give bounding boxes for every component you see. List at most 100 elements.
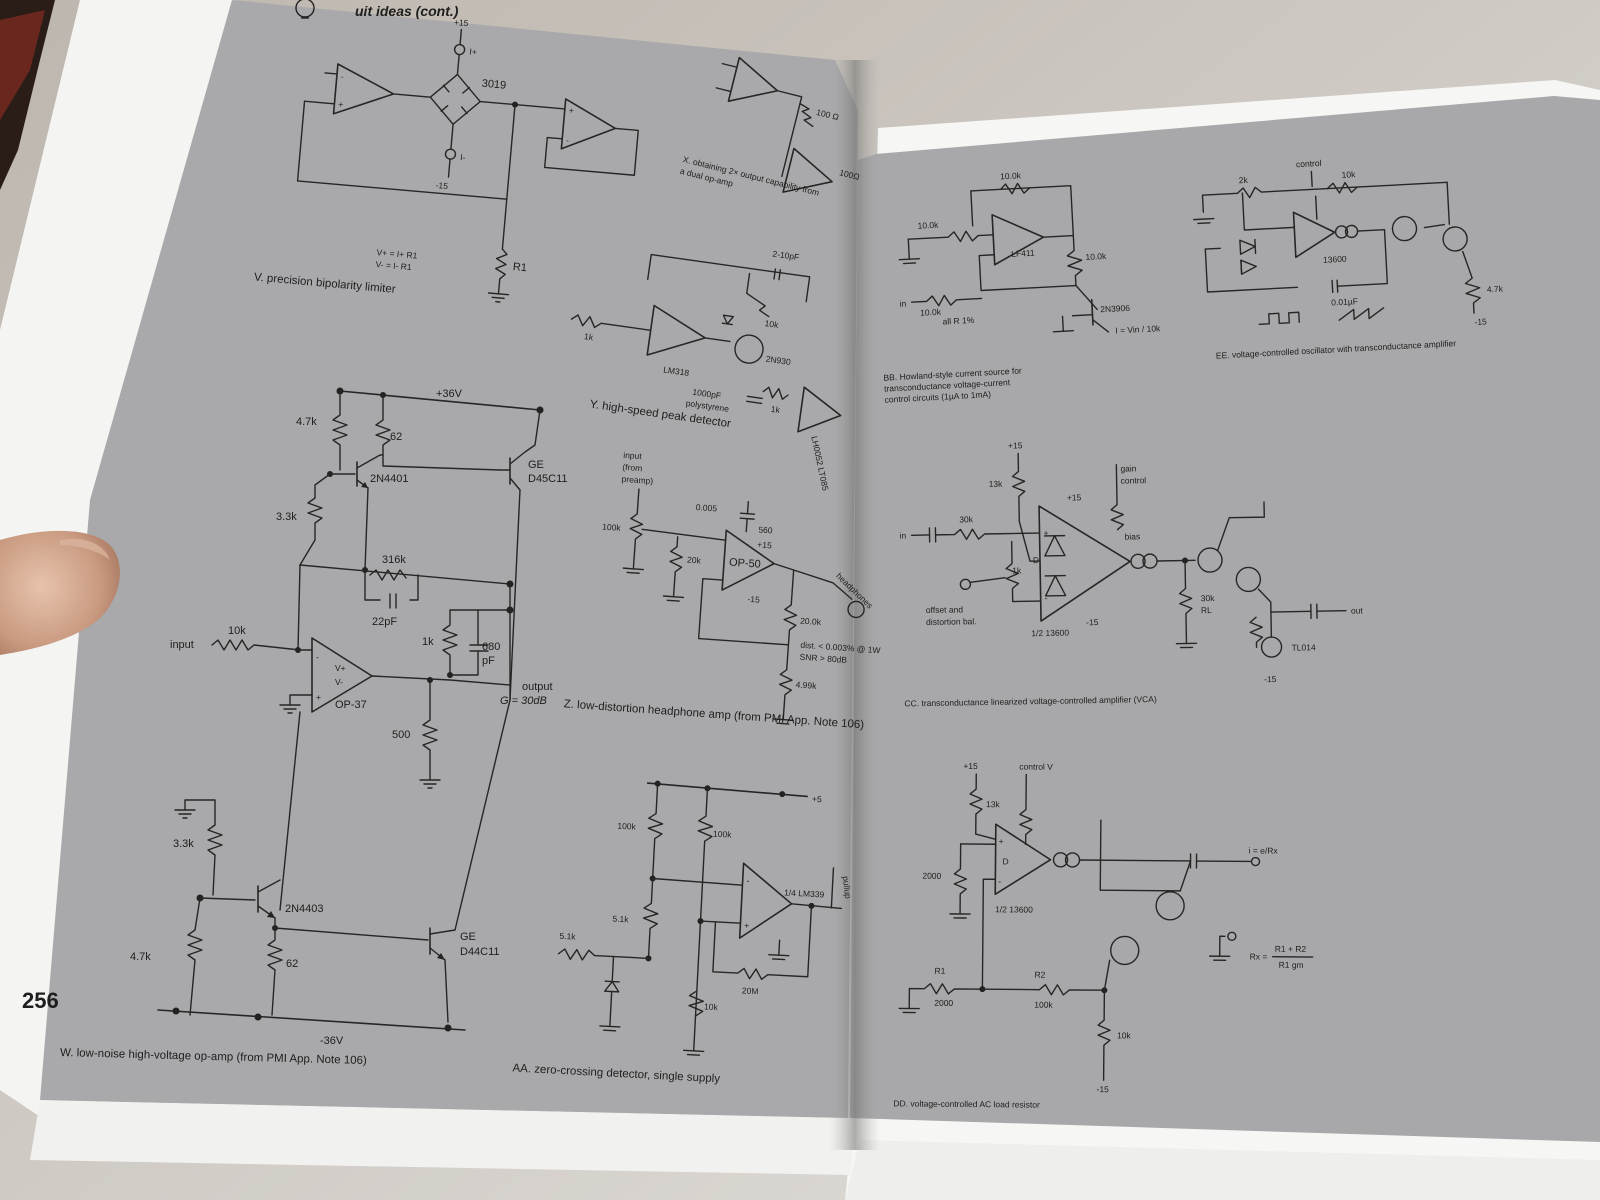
svg-text:4.99k: 4.99k bbox=[795, 679, 817, 690]
svg-text:preamp): preamp) bbox=[621, 474, 653, 486]
svg-text:+: + bbox=[316, 692, 321, 702]
svg-text:100k: 100k bbox=[1034, 1000, 1053, 1010]
svg-text:-: - bbox=[566, 135, 570, 145]
svg-text:2N3906: 2N3906 bbox=[1100, 303, 1131, 315]
svg-text:control: control bbox=[1296, 158, 1322, 169]
svg-text:-: - bbox=[1045, 593, 1048, 603]
svg-text:SNR > 80dB: SNR > 80dB bbox=[799, 652, 847, 665]
svg-text:OP-50: OP-50 bbox=[729, 557, 762, 571]
svg-text:TL014: TL014 bbox=[1291, 642, 1316, 652]
svg-text:+15: +15 bbox=[1008, 440, 1023, 450]
svg-text:(from: (from bbox=[622, 462, 642, 473]
svg-text:LF411: LF411 bbox=[1011, 248, 1035, 259]
svg-text:all R 1%: all R 1% bbox=[942, 315, 975, 327]
svg-text:D: D bbox=[1033, 555, 1039, 565]
svg-text:GE: GE bbox=[528, 459, 544, 471]
svg-text:+15: +15 bbox=[1067, 492, 1082, 502]
svg-text:+: + bbox=[338, 99, 344, 109]
svg-text:-: - bbox=[746, 875, 750, 885]
svg-text:input: input bbox=[623, 450, 643, 461]
svg-text:control V: control V bbox=[1019, 761, 1053, 771]
svg-text:V- = I- R1: V- = I- R1 bbox=[375, 259, 412, 272]
svg-text:20.0k: 20.0k bbox=[800, 616, 822, 627]
svg-text:+: + bbox=[568, 105, 574, 115]
light-bulb-icon bbox=[295, 0, 315, 19]
svg-text:62: 62 bbox=[286, 958, 298, 970]
svg-text:R1: R1 bbox=[935, 966, 946, 976]
svg-text:30k: 30k bbox=[1201, 593, 1216, 603]
svg-text:3.3k: 3.3k bbox=[173, 838, 194, 850]
schematic-cc: +15 13k gain control +15 in 30k + - D bi… bbox=[899, 440, 1364, 708]
svg-text:4.7k: 4.7k bbox=[1487, 284, 1504, 295]
svg-text:in: in bbox=[899, 530, 906, 540]
svg-text:1k: 1k bbox=[584, 331, 595, 342]
caption-dd: DD. voltage-controlled AC load resistor bbox=[893, 1098, 1040, 1109]
svg-text:pullup: pullup bbox=[841, 875, 854, 899]
svg-text:OP-37: OP-37 bbox=[335, 699, 367, 711]
svg-text:out: out bbox=[1351, 605, 1364, 615]
svg-text:100Ω: 100Ω bbox=[838, 167, 860, 182]
svg-text:V-: V- bbox=[335, 677, 343, 687]
svg-text:+: + bbox=[744, 920, 750, 930]
svg-text:+36V: +36V bbox=[436, 388, 463, 400]
right-page bbox=[850, 96, 1600, 1142]
svg-text:-: - bbox=[340, 71, 344, 81]
svg-text:D45C11: D45C11 bbox=[528, 473, 568, 485]
svg-text:-36V: -36V bbox=[320, 1035, 344, 1047]
svg-text:+15: +15 bbox=[757, 539, 772, 550]
svg-text:1000pF: 1000pF bbox=[692, 387, 722, 401]
svg-text:30k: 30k bbox=[959, 514, 974, 524]
svg-text:distortion bal.: distortion bal. bbox=[926, 616, 977, 627]
svg-text:4.7k: 4.7k bbox=[130, 951, 151, 963]
svg-text:100k: 100k bbox=[617, 821, 637, 832]
svg-text:10.0k: 10.0k bbox=[1085, 251, 1107, 262]
svg-text:5.1k: 5.1k bbox=[559, 931, 576, 942]
svg-text:13k: 13k bbox=[986, 799, 1001, 809]
svg-text:+: + bbox=[1043, 528, 1048, 538]
svg-text:10k: 10k bbox=[764, 318, 780, 330]
svg-text:10k: 10k bbox=[704, 1001, 719, 1012]
svg-text:10.0k: 10.0k bbox=[1000, 170, 1022, 181]
svg-text:+15: +15 bbox=[454, 17, 470, 28]
svg-text:RL: RL bbox=[1201, 605, 1212, 615]
svg-text:560: 560 bbox=[758, 524, 773, 535]
svg-text:3019: 3019 bbox=[481, 78, 506, 92]
svg-text:62: 62 bbox=[390, 431, 402, 443]
page-number: 256 bbox=[22, 988, 59, 1013]
svg-text:+: + bbox=[999, 836, 1004, 846]
svg-text:control: control bbox=[1121, 475, 1147, 485]
svg-text:0.005: 0.005 bbox=[695, 502, 717, 513]
svg-text:GE: GE bbox=[460, 931, 476, 943]
svg-text:20k: 20k bbox=[687, 555, 702, 566]
svg-text:input: input bbox=[170, 639, 194, 651]
svg-text:10.0k: 10.0k bbox=[917, 220, 939, 231]
svg-text:1/2 13600: 1/2 13600 bbox=[1031, 628, 1069, 639]
svg-text:100k: 100k bbox=[713, 829, 733, 840]
svg-text:1/4 LM339: 1/4 LM339 bbox=[784, 887, 825, 899]
svg-text:I = Vin / 10k: I = Vin / 10k bbox=[1115, 323, 1161, 335]
svg-text:13k: 13k bbox=[989, 479, 1004, 489]
svg-text:10k: 10k bbox=[228, 625, 246, 637]
svg-text:bias: bias bbox=[1125, 531, 1141, 541]
svg-text:D: D bbox=[1002, 856, 1008, 866]
svg-text:10k: 10k bbox=[1341, 169, 1356, 180]
svg-text:R2: R2 bbox=[1034, 970, 1045, 980]
svg-text:0.01µF: 0.01µF bbox=[1331, 296, 1358, 307]
svg-text:R1 + R2: R1 + R2 bbox=[1275, 944, 1307, 954]
caption-cc: CC. transconductance linearized voltage-… bbox=[904, 694, 1157, 708]
svg-text:680: 680 bbox=[482, 641, 500, 653]
svg-text:in: in bbox=[899, 298, 906, 308]
svg-text:D44C11: D44C11 bbox=[460, 946, 500, 958]
svg-text:316k: 316k bbox=[382, 554, 406, 566]
svg-text:V+ = I+ R1: V+ = I+ R1 bbox=[376, 247, 418, 261]
svg-text:G = 30dB: G = 30dB bbox=[500, 695, 547, 707]
svg-text:V+: V+ bbox=[335, 663, 346, 673]
svg-text:22pF: 22pF bbox=[372, 616, 397, 628]
svg-text:I-: I- bbox=[460, 152, 466, 162]
svg-text:+15: +15 bbox=[963, 761, 978, 771]
svg-text:10k: 10k bbox=[1117, 1030, 1132, 1040]
svg-text:4.7k: 4.7k bbox=[296, 416, 317, 428]
gutter-shadow bbox=[830, 60, 880, 1150]
svg-text:2000: 2000 bbox=[934, 998, 953, 1008]
schematic-dd: +15 control V 13k + - D 1/2 13600 2000 i… bbox=[893, 761, 1314, 1110]
